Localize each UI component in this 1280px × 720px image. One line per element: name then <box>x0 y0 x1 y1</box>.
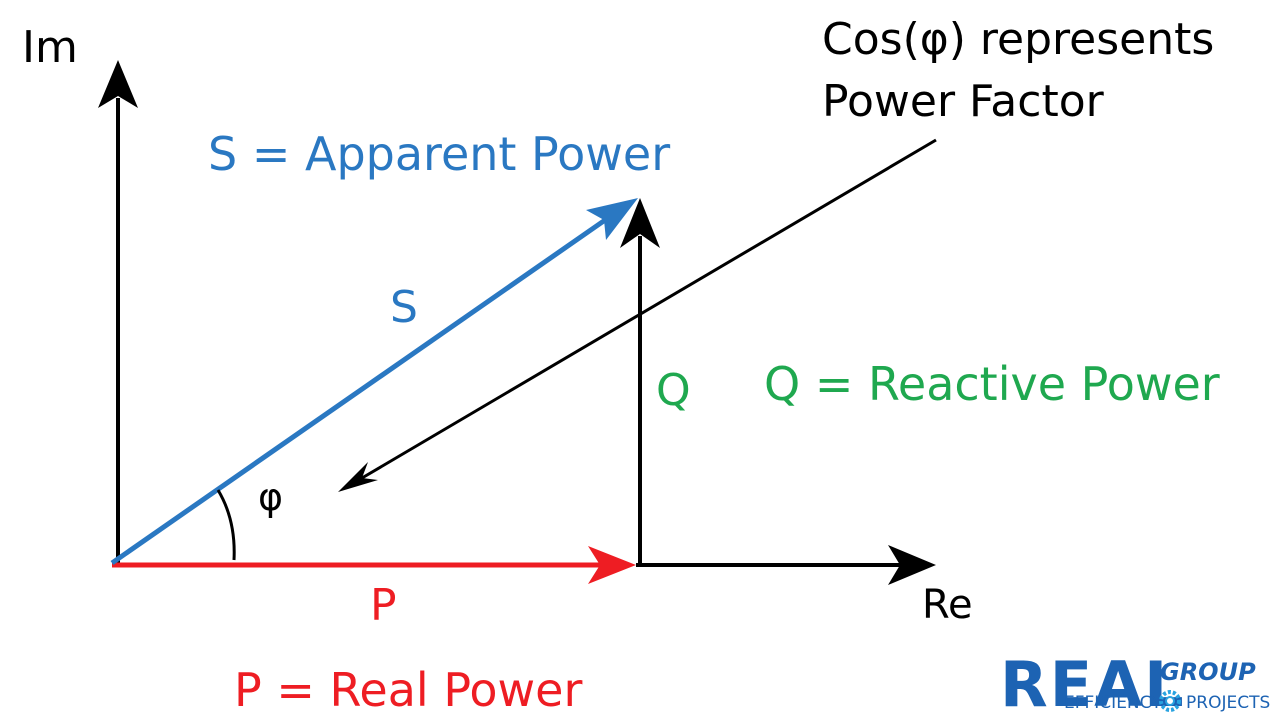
real-group-logo: REAL GROUP EFFICIENCY PROJECTS <box>1000 648 1270 720</box>
real-power-legend: P = Real Power <box>234 663 582 717</box>
logo-group: GROUP <box>1160 658 1256 686</box>
logo-tagline-left: EFFICIENCY <box>1064 693 1162 713</box>
logo-word: REAL <box>1000 648 1186 720</box>
phi-angle-arc <box>216 489 236 561</box>
s-vector-label: S <box>390 282 418 333</box>
q-vector-label: Q <box>656 365 691 416</box>
power-factor-pointer <box>338 138 937 492</box>
reactive-power-legend: Q = Reactive Power <box>764 357 1220 411</box>
re-axis <box>636 545 936 585</box>
power-factor-note-line2: Power Factor <box>822 76 1105 127</box>
im-axis-label: Im <box>22 22 78 73</box>
power-factor-note-line1: Cos(φ) represents <box>822 14 1214 65</box>
p-vector-label: P <box>370 580 397 631</box>
q-vector <box>620 198 660 565</box>
re-axis-label: Re <box>922 582 973 628</box>
apparent-power-legend: S = Apparent Power <box>208 127 670 181</box>
im-axis <box>98 60 138 565</box>
logo-tagline-right: PROJECTS <box>1186 693 1270 713</box>
p-vector <box>112 546 636 584</box>
phi-label: φ <box>258 475 283 519</box>
s-vector <box>110 198 638 566</box>
gear-icon <box>1159 690 1181 712</box>
